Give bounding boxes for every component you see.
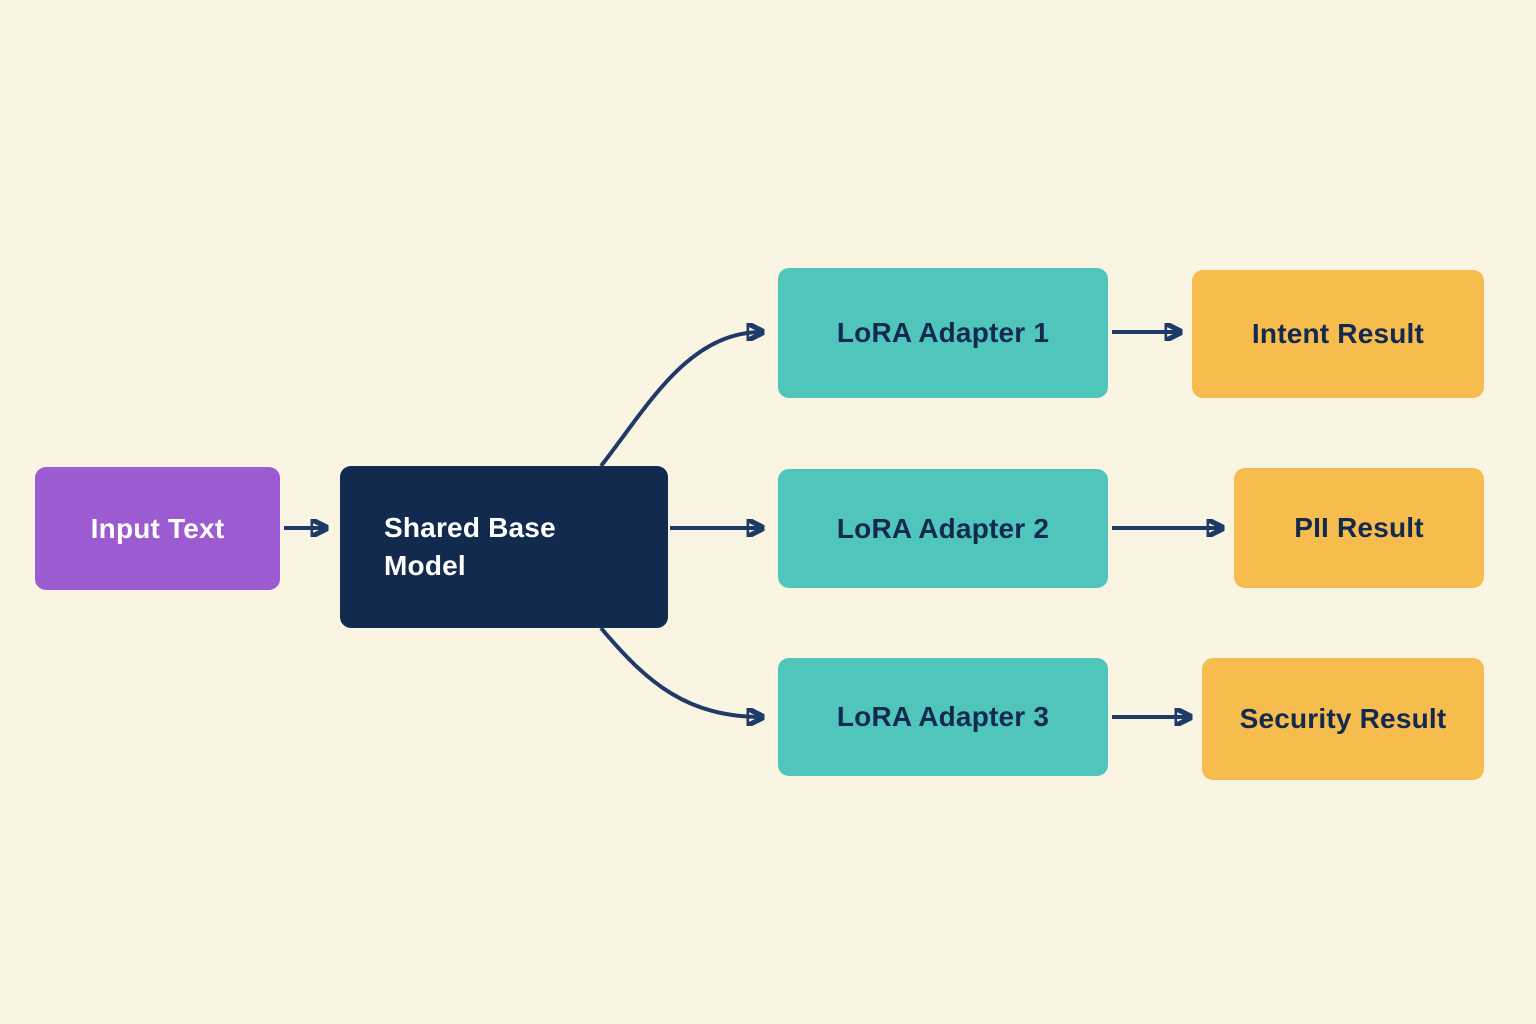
node-lora-adapter-3: LoRA Adapter 3 — [778, 658, 1108, 776]
node-intent-result-label: Intent Result — [1251, 318, 1425, 350]
edge-base-to-adapter-1 — [599, 332, 762, 468]
node-input-text-label: Input Text — [90, 512, 225, 544]
node-lora-adapter-3-label: LoRA Adapter 3 — [836, 701, 1050, 733]
node-shared-base-model-label: Shared Base Model — [384, 512, 556, 581]
node-intent-result: Intent Result — [1192, 270, 1484, 398]
node-security-result-label: Security Result — [1239, 703, 1447, 735]
node-lora-adapter-1: LoRA Adapter 1 — [778, 268, 1108, 398]
edge-base-to-adapter-3 — [599, 626, 762, 717]
node-pii-result-label: PII Result — [1294, 512, 1424, 544]
node-input-text: Input Text — [35, 467, 280, 590]
node-pii-result: PII Result — [1234, 468, 1484, 588]
node-lora-adapter-1-label: LoRA Adapter 1 — [836, 317, 1050, 349]
node-lora-adapter-2-label: LoRA Adapter 2 — [836, 512, 1050, 544]
node-shared-base-model: Shared Base Model — [340, 466, 668, 628]
node-lora-adapter-2: LoRA Adapter 2 — [778, 469, 1108, 588]
node-security-result: Security Result — [1202, 658, 1484, 780]
